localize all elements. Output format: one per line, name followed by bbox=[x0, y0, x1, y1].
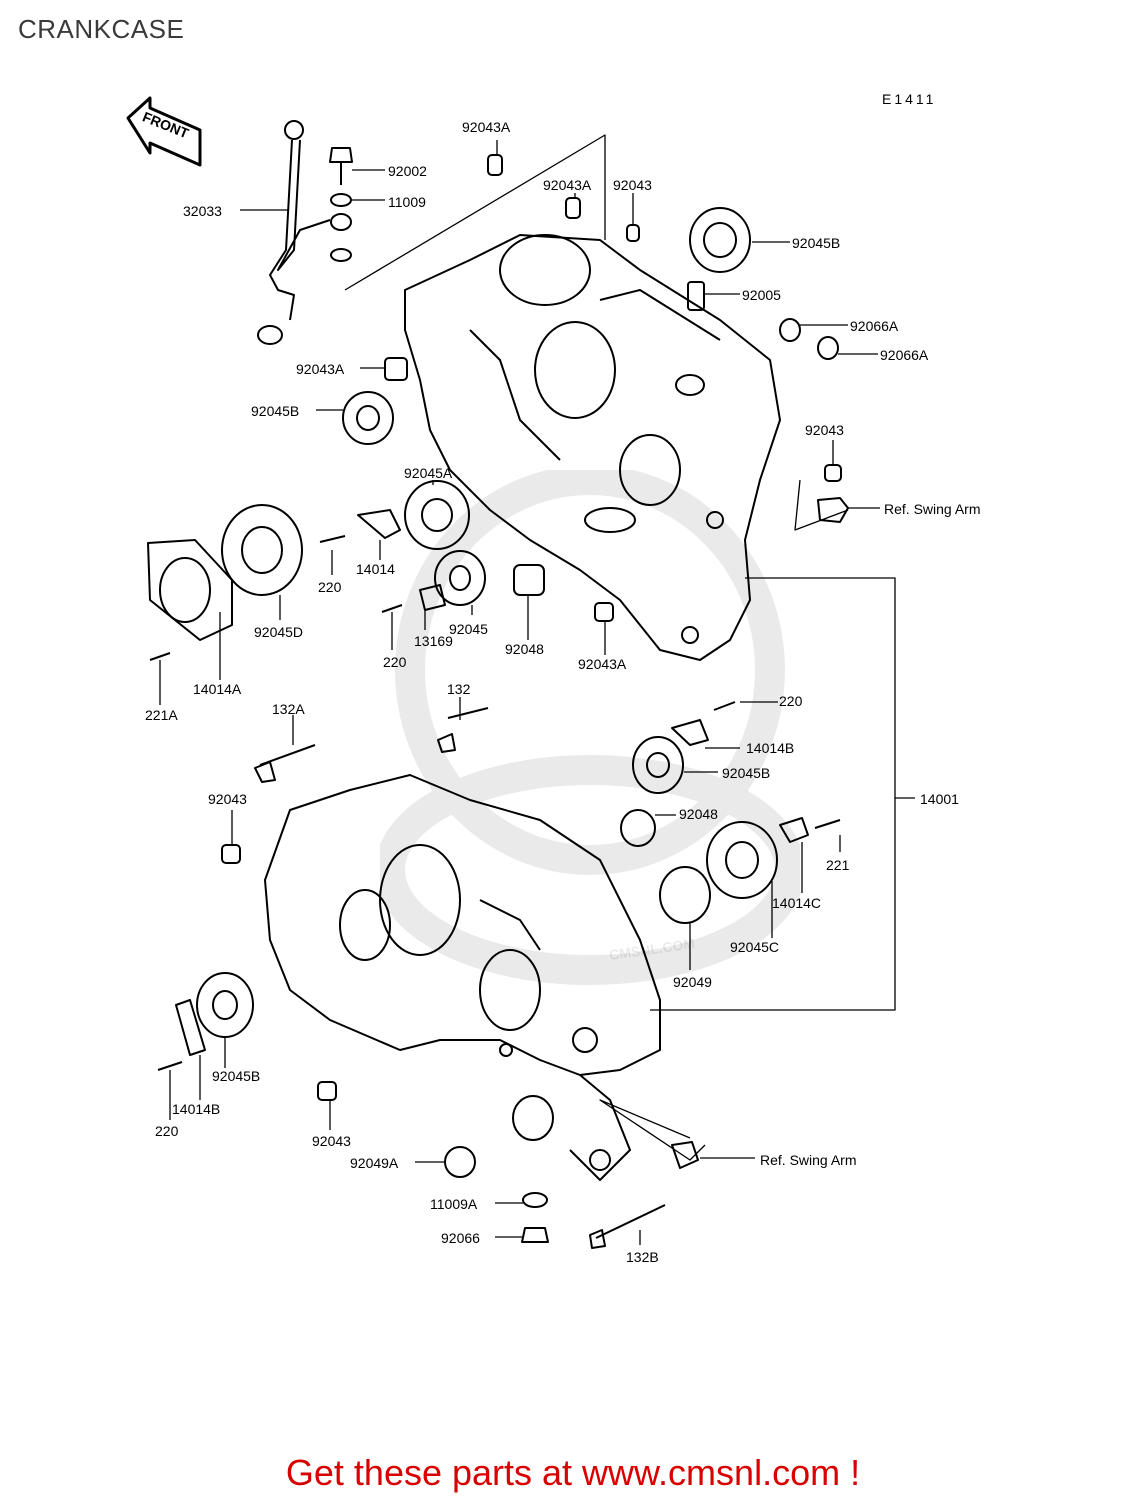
callout-220: 220 bbox=[318, 579, 342, 595]
callout-92043A: 92043A bbox=[543, 177, 592, 193]
callout-14014: 14014 bbox=[356, 561, 395, 577]
callout-220: 220 bbox=[155, 1123, 179, 1139]
callout-14014A: 14014A bbox=[193, 681, 242, 697]
callout-92043: 92043 bbox=[805, 422, 844, 438]
callout-92045B: 92045B bbox=[251, 403, 299, 419]
callout-13169: 13169 bbox=[414, 633, 453, 649]
callout-92048: 92048 bbox=[505, 641, 544, 657]
callout-92043: 92043 bbox=[613, 177, 652, 193]
upper-crankcase-part bbox=[404, 234, 781, 661]
callout-14014B: 14014B bbox=[746, 740, 794, 756]
callout-14014C: 14014C bbox=[772, 895, 821, 911]
callout-92048: 92048 bbox=[679, 806, 718, 822]
footer-parts-link[interactable]: Get these parts at www.cmsnl.com ! bbox=[285, 1452, 861, 1493]
callout-92043A: 92043A bbox=[462, 119, 511, 135]
callout-92002: 92002 bbox=[388, 163, 427, 179]
callout-14014B: 14014B bbox=[172, 1101, 220, 1117]
ref-swing-arm-label: Ref. Swing Arm bbox=[760, 1152, 856, 1168]
callout-11009A: 11009A bbox=[430, 1196, 478, 1212]
ref-swing-arm-label: Ref. Swing Arm bbox=[884, 501, 980, 517]
callout-92045A: 92045A bbox=[404, 465, 453, 481]
callout-221A: 221A bbox=[145, 707, 178, 723]
callout-14001: 14001 bbox=[920, 791, 959, 807]
callout-92045C: 92045C bbox=[730, 939, 779, 955]
callout-92043: 92043 bbox=[208, 791, 247, 807]
callout-92043A: 92043A bbox=[578, 656, 627, 672]
callout-92043: 92043 bbox=[312, 1133, 351, 1149]
callout-220: 220 bbox=[779, 693, 803, 709]
callout-92005: 92005 bbox=[742, 287, 781, 303]
callout-132A: 132A bbox=[272, 701, 305, 717]
diagram-code: E1411 bbox=[882, 91, 936, 107]
watermark-text: CMSNL.COM bbox=[608, 935, 696, 963]
front-arrow-icon bbox=[126, 96, 202, 167]
lower-crankcase-part bbox=[264, 774, 661, 1181]
callout-92045B: 92045B bbox=[212, 1068, 260, 1084]
callout-221: 221 bbox=[826, 857, 850, 873]
callout-32033: 32033 bbox=[183, 203, 222, 219]
breather-hose-part bbox=[257, 120, 331, 345]
callout-92043A: 92043A bbox=[296, 361, 345, 377]
callout-11009: 11009 bbox=[388, 194, 426, 210]
callout-92045: 92045 bbox=[449, 621, 488, 637]
lower-small-parts bbox=[157, 701, 841, 1249]
callout-132: 132 bbox=[447, 681, 471, 697]
callout-92049: 92049 bbox=[673, 974, 712, 990]
bolt-92002-part bbox=[329, 147, 353, 262]
leader-lines bbox=[159, 134, 915, 1245]
page-title: CRANKCASE bbox=[18, 14, 185, 44]
callout-92049A: 92049A bbox=[350, 1155, 399, 1171]
callout-92045D: 92045D bbox=[254, 624, 303, 640]
callout-92066: 92066 bbox=[441, 1230, 480, 1246]
callout-92066A: 92066A bbox=[880, 347, 929, 363]
callout-220: 220 bbox=[383, 654, 407, 670]
callout-92045B: 92045B bbox=[792, 235, 840, 251]
callout-92066A: 92066A bbox=[850, 318, 899, 334]
callout-92045B: 92045B bbox=[722, 765, 770, 781]
callout-132B: 132B bbox=[626, 1249, 659, 1265]
